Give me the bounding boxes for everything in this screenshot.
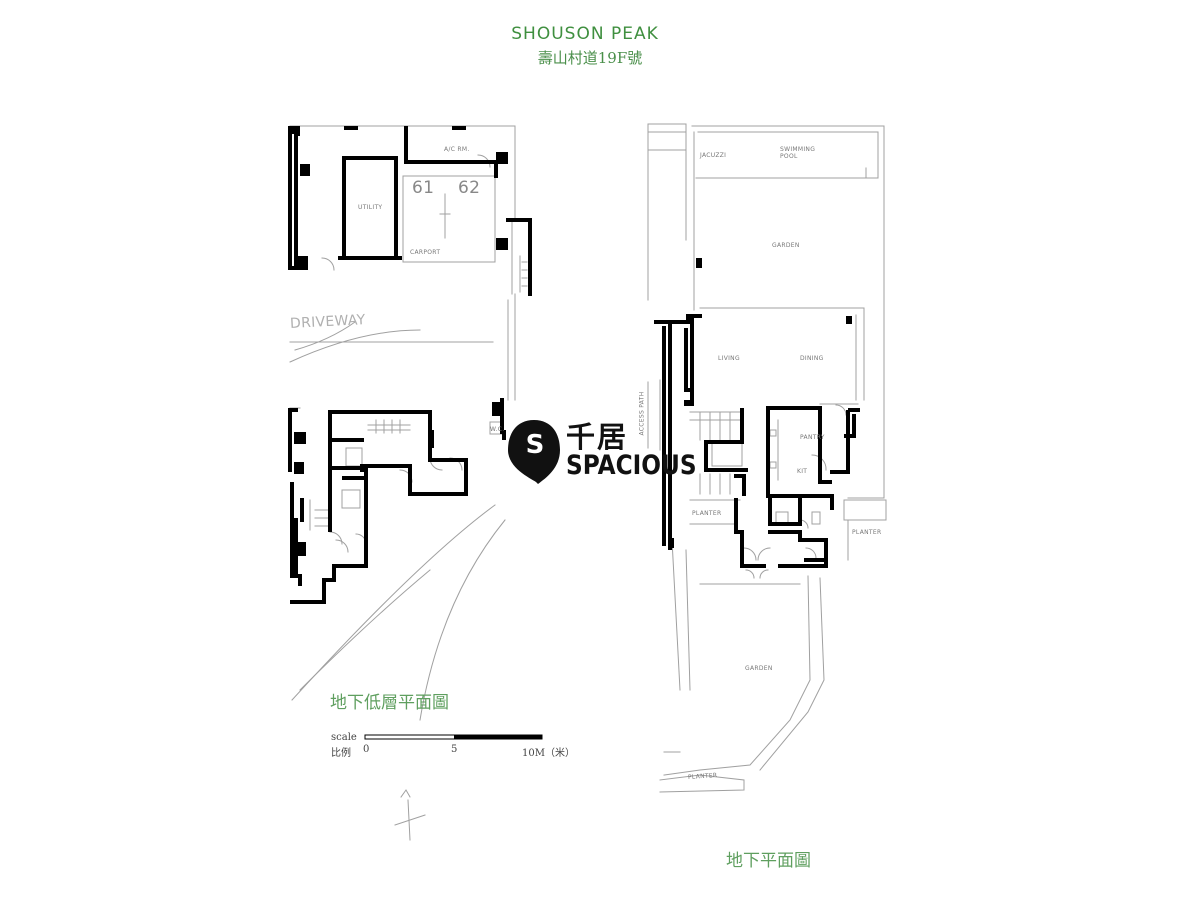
plan-label-lower-ground: 地下低層平面圖	[330, 693, 449, 713]
room-label-carport: CARPORT	[410, 249, 441, 256]
logo-mark-letter: S	[525, 430, 545, 460]
room-label-kit: KIT	[797, 468, 808, 475]
project-title: SHOUSON PEAK	[511, 24, 659, 44]
room-label-utility: UTILITY	[358, 204, 383, 211]
room-label-garden-bottom: GARDEN	[745, 665, 773, 672]
room-label-wc: W.C.	[490, 426, 505, 433]
room-label-dining: DINING	[800, 355, 824, 362]
room-label-acrm: A/C RM.	[444, 146, 470, 153]
room-label-planter-right: PLANTER	[852, 529, 882, 536]
room-label-access-path: ACCESS PATH	[638, 391, 646, 436]
scale-bar	[364, 734, 543, 740]
room-label-jacuzzi: JACUZZI	[700, 152, 727, 159]
logo-mark	[508, 420, 560, 484]
scale-label-en: scale	[331, 732, 357, 743]
room-label-pantry: PANTRY	[800, 434, 825, 441]
logo-name-zh: 千居	[566, 420, 629, 454]
room-label-garden-top: GARDEN	[772, 242, 800, 249]
lower-ground-plan	[288, 125, 532, 841]
scale-tick-0: 0	[363, 744, 370, 755]
room-label-planter-left: PLANTER	[692, 510, 722, 517]
scale-tick-5: 5	[451, 744, 458, 755]
room-label-swimming-pool: SWIMMING POOL	[780, 146, 816, 160]
ground-floor-plan	[647, 123, 887, 793]
logo-name-en: SPACIOUS	[566, 450, 697, 481]
scale-label-zh: 比例	[331, 748, 351, 759]
project-address: 壽山村道19F號	[537, 49, 643, 67]
plan-label-ground: 地下平面圖	[726, 851, 811, 871]
room-label-living: LIVING	[718, 355, 740, 362]
scale-tick-10: 10M（米）	[522, 748, 575, 759]
room-label-bay-62: 62	[458, 178, 481, 198]
room-label-bay-61: 61	[412, 178, 435, 198]
